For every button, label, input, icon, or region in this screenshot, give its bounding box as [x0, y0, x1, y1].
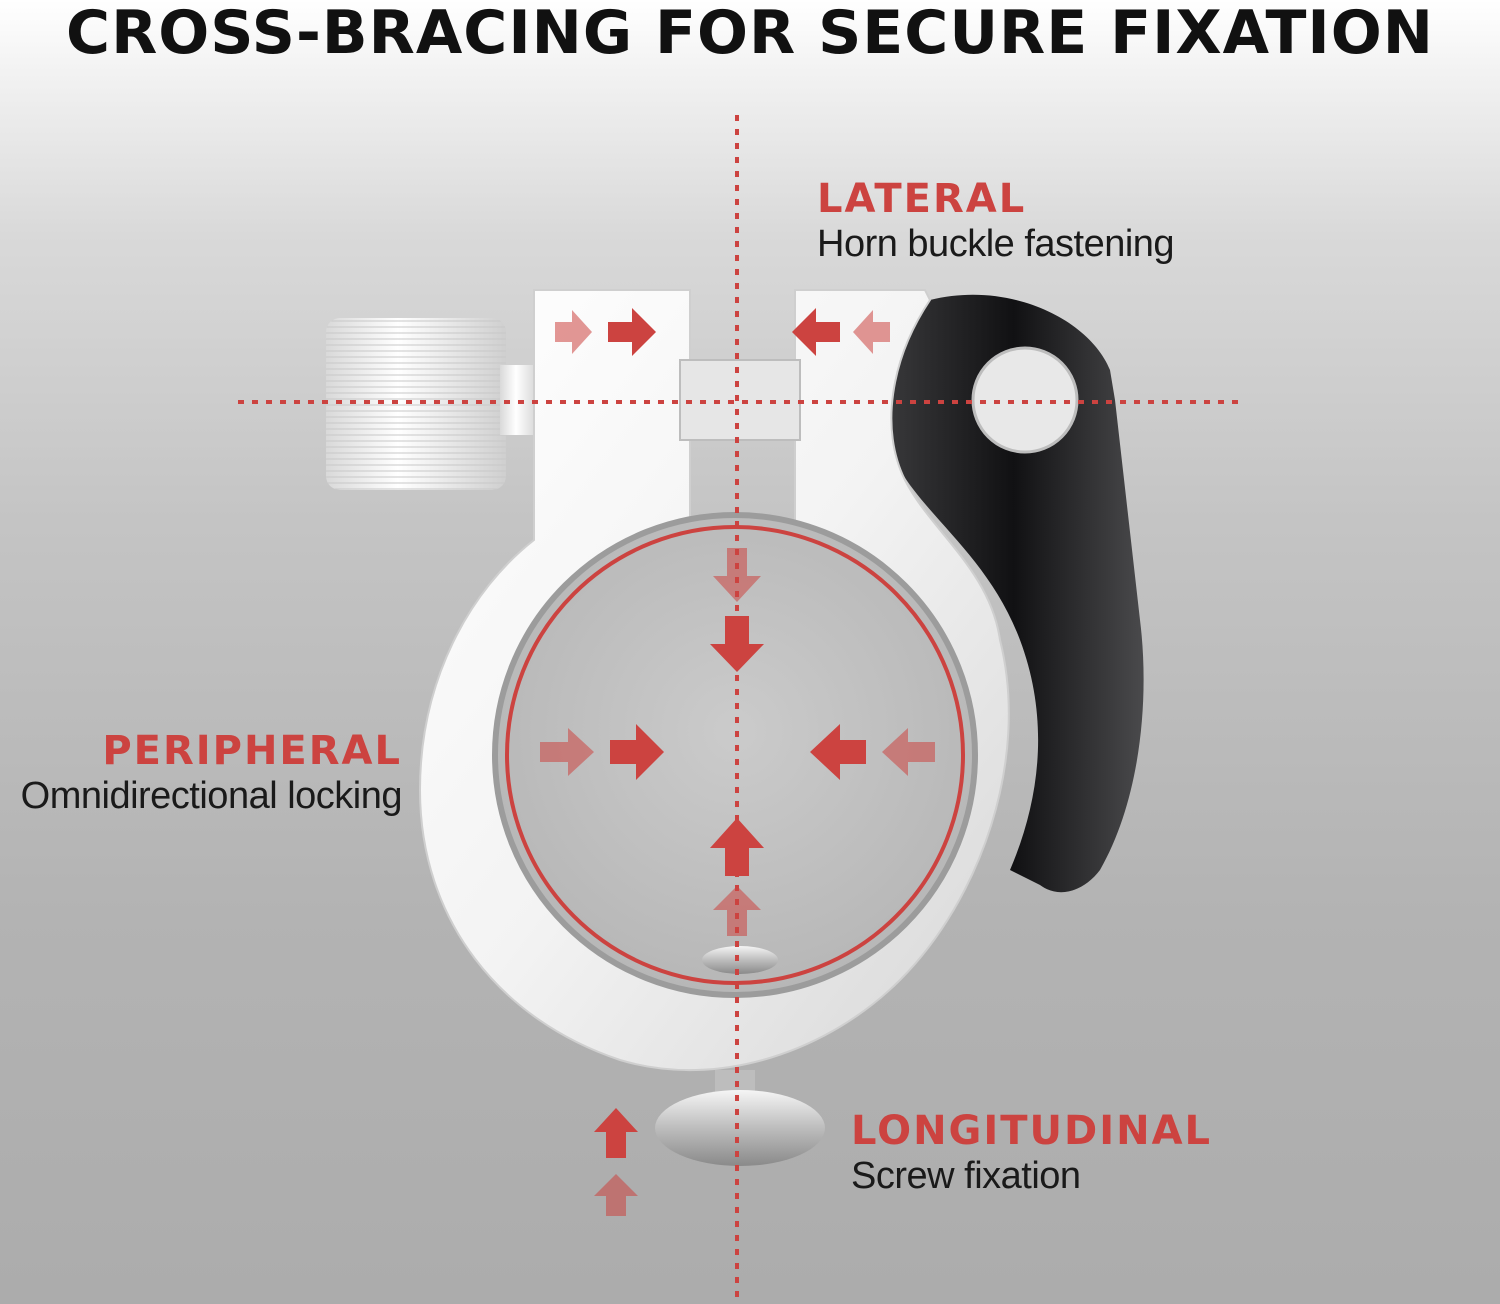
clamp-body — [418, 289, 1010, 1072]
peripheral-arrow-right-faded — [540, 728, 594, 776]
inner-screw — [702, 946, 778, 974]
peripheral-heading: PERIPHERAL — [102, 728, 402, 774]
longitudinal-callout: LONGITUDINAL Screw fixation — [851, 1108, 1212, 1198]
lateral-callout: LATERAL Horn buckle fastening — [817, 176, 1175, 266]
longitudinal-arrow-up — [594, 1108, 638, 1158]
lateral-description: Horn buckle fastening — [817, 223, 1175, 265]
peripheral-callout: PERIPHERAL Omnidirectional locking — [10, 728, 403, 818]
bottom-screw — [655, 1070, 825, 1166]
peripheral-arrow-down — [710, 616, 764, 672]
knurled-knob — [326, 318, 540, 490]
lateral-arrow-left — [792, 308, 840, 356]
longitudinal-description: Screw fixation — [851, 1155, 1081, 1197]
page-title: CROSS-BRACING FOR SECURE FIXATION — [66, 0, 1434, 68]
quick-release-lever — [883, 294, 1144, 893]
peripheral-description: Omnidirectional locking — [20, 775, 403, 817]
peripheral-arrow-left — [810, 724, 866, 780]
lateral-arrow-right — [608, 308, 656, 356]
guide-lines — [238, 115, 1240, 1304]
lateral-heading: LATERAL — [817, 176, 1027, 222]
longitudinal-arrow-up-faded — [594, 1174, 638, 1216]
lateral-arrow-left-faded — [853, 310, 890, 354]
longitudinal-heading: LONGITUDINAL — [851, 1108, 1213, 1154]
peripheral-arrow-left-faded — [882, 728, 935, 776]
peripheral-arrow-up — [710, 818, 764, 876]
peripheral-arrow-right — [610, 724, 664, 780]
peripheral-arrow-down-faded — [713, 548, 761, 602]
peripheral-arrow-up-faded — [713, 886, 761, 936]
lateral-arrow-right-faded — [555, 310, 592, 354]
